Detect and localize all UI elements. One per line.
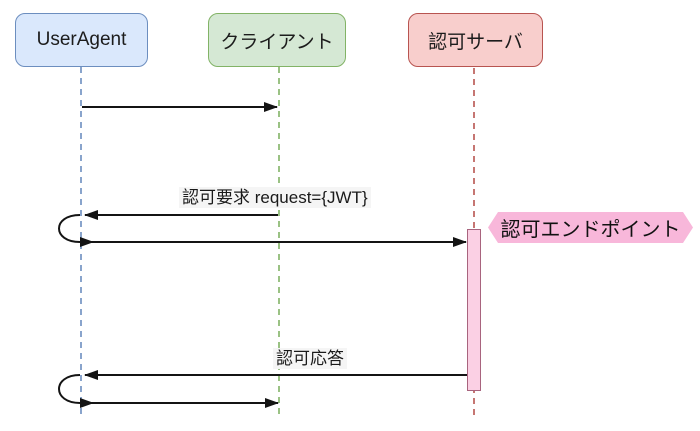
message-3-uturn xyxy=(58,214,94,247)
endpoint-tag: 認可エンドポイント xyxy=(488,212,693,243)
actor-client-label: クライアント xyxy=(220,31,334,53)
actor-authserver-label: 認可サーバ xyxy=(428,31,523,53)
actor-client: クライアント xyxy=(208,13,346,67)
actor-useragent-label: UserAgent xyxy=(36,29,127,50)
actor-authserver: 認可サーバ xyxy=(408,13,543,67)
message-label-auth-response: 認可応答 xyxy=(273,348,347,369)
activation-bar xyxy=(467,229,481,391)
message-5-uturn xyxy=(58,374,94,408)
endpoint-tag-label: 認可エンドポイント xyxy=(500,219,681,241)
message-label-auth-request: 認可要求 request={JWT} xyxy=(179,187,371,208)
actor-useragent: UserAgent xyxy=(15,13,148,67)
